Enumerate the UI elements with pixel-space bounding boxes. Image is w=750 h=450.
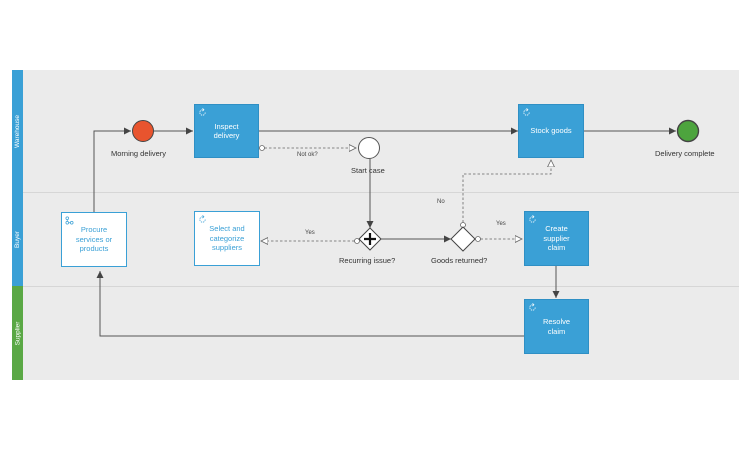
end-event-label: Delivery complete	[655, 149, 715, 158]
intermediate-event-label: Start case	[351, 166, 385, 175]
flow-label-not-ok: Not ok?	[297, 152, 318, 158]
loop-icon	[529, 215, 536, 223]
task-label: Inspect delivery	[213, 121, 240, 141]
plus-icon	[364, 233, 376, 245]
lane-tab-supplier	[12, 286, 23, 380]
pool-background	[12, 70, 739, 380]
intermediate-event-circle[interactable]	[358, 137, 380, 159]
flow-origin-dot	[475, 236, 481, 242]
lane-divider	[23, 286, 739, 287]
task-select-suppliers[interactable]: Select and categorize suppliers	[194, 211, 260, 266]
gateway-goods-returned[interactable]	[450, 226, 476, 252]
gateway-returned-label: Goods returned?	[431, 256, 488, 265]
task-label: Resolve claim	[542, 317, 571, 336]
task-label: Stock goods	[530, 126, 572, 136]
gateway-recurring-label: Recurring issue?	[339, 256, 396, 265]
task-label: Create supplier claim	[543, 224, 570, 253]
flow-origin-dot	[259, 145, 265, 151]
lane-divider	[23, 192, 739, 193]
task-label: Select and categorize suppliers	[209, 224, 245, 253]
flow-procure-to-start	[93, 127, 131, 212]
loop-icon	[523, 108, 530, 116]
lane-tab-buyer	[12, 192, 23, 286]
task-stock-goods[interactable]: Stock goods	[518, 104, 584, 158]
gateway-recurring-issue[interactable]	[358, 227, 382, 251]
task-label: Procure services or products	[75, 225, 113, 254]
task-create-claim[interactable]: Create supplier claim	[524, 211, 589, 266]
flow-resolve-to-procure	[96, 271, 524, 337]
lane-tab-warehouse	[12, 70, 23, 192]
flow-label-no: No	[437, 199, 445, 205]
start-event-label: Morning delivery	[111, 149, 167, 158]
start-event-circle[interactable]	[132, 120, 154, 142]
end-event-circle[interactable]	[676, 119, 700, 143]
task-inspect-delivery[interactable]: Inspect delivery	[194, 104, 259, 158]
network-icon	[65, 216, 74, 225]
loop-icon	[199, 215, 206, 223]
task-resolve-claim[interactable]: Resolve claim	[524, 299, 589, 354]
flow-returned-to-stock	[462, 160, 551, 223]
loop-icon	[199, 108, 206, 116]
task-procure[interactable]: Procure services or products	[61, 212, 127, 267]
loop-icon	[529, 303, 536, 311]
flow-label-yes-right: Yes	[496, 221, 506, 227]
flow-label-yes-left: Yes	[305, 230, 315, 236]
